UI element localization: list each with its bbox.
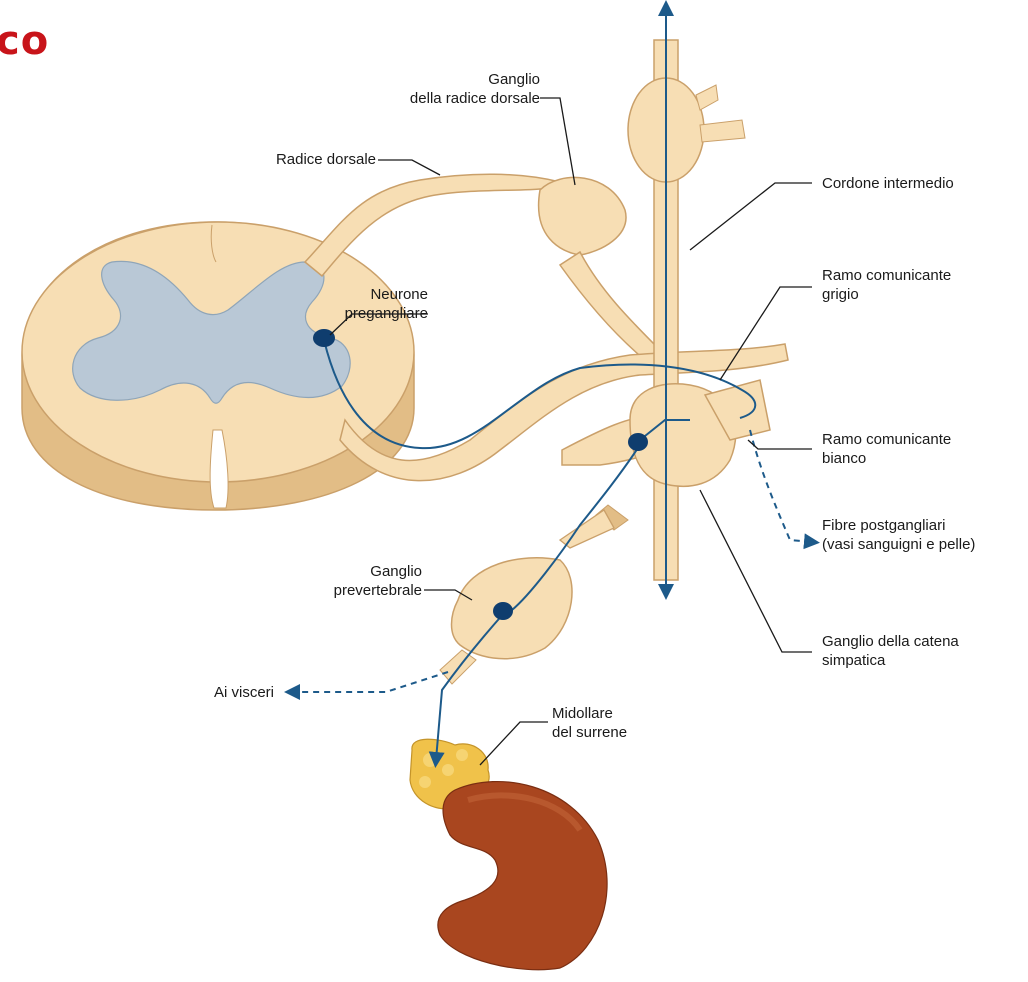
label-cordone-intermedio: Cordone intermedio [822, 174, 954, 193]
label-ganglio-catena: Ganglio della catena simpatica [822, 632, 959, 670]
label-ganglio-radice: Ganglio della radice dorsale [378, 70, 540, 108]
kidney [438, 782, 607, 970]
prevertebral-neuron [493, 602, 513, 620]
label-fibre-postgangliari: Fibre postgangliari (vasi sanguigni e pe… [822, 516, 975, 554]
prevertebral-ganglion [440, 505, 628, 684]
preganglionic-neuron [313, 329, 335, 347]
label-midollare-surrene: Midollare del surrene [552, 704, 627, 742]
title-fragment: co [0, 18, 49, 64]
label-ganglio-prevertebrale: Ganglio prevertebrale [290, 562, 422, 600]
label-radice-dorsale: Radice dorsale [200, 150, 376, 169]
label-ramo-grigio: Ramo comunicante grigio [822, 266, 951, 304]
chain-ganglion-neuron [628, 433, 648, 451]
label-ai-visceri: Ai visceri [170, 683, 274, 702]
spinal-cord [22, 222, 414, 510]
label-neurone-pregangliare: Neurone pregangliare [300, 285, 428, 323]
sympathetic-trunk [628, 40, 770, 580]
label-ramo-bianco: Ramo comunicante bianco [822, 430, 951, 468]
